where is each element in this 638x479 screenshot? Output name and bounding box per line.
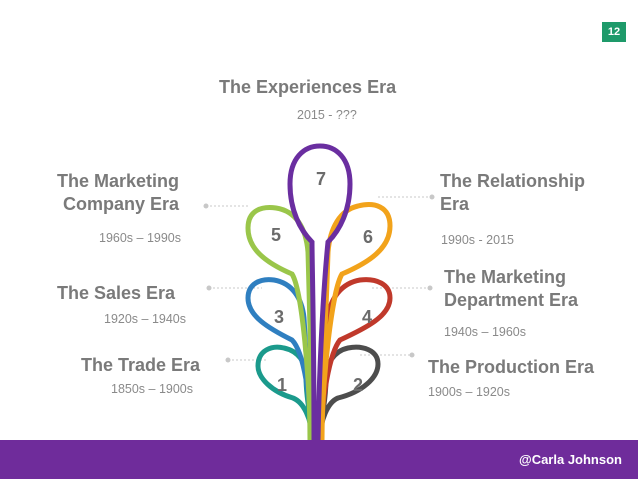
petal-6 bbox=[315, 202, 393, 440]
era-title-5-line-1: The Marketing bbox=[57, 171, 180, 191]
era-title-1: The Trade Era bbox=[81, 354, 200, 377]
petal-7 bbox=[287, 143, 353, 440]
era-title-4: The Marketing Department Era bbox=[444, 266, 578, 313]
eras-tree-diagram: 1 2 3 4 5 6 7 bbox=[203, 143, 435, 440]
era-title-7: The Experiences Era bbox=[219, 76, 396, 99]
era-title-4-line-1: The Marketing bbox=[444, 267, 567, 287]
era-number-1: 1 bbox=[277, 375, 287, 395]
era-title-6: The Relationship Era bbox=[440, 170, 585, 217]
footer-credit: @Carla Johnson bbox=[519, 452, 622, 467]
era-date-7: 2015 - ??? bbox=[297, 108, 357, 122]
era-title-1-line-1: The Trade Era bbox=[81, 355, 201, 375]
era-date-2: 1900s – 1920s bbox=[428, 385, 511, 399]
connector-dot-4 bbox=[427, 285, 433, 291]
slide-number-badge: 12 bbox=[602, 22, 626, 42]
era-number-3: 3 bbox=[274, 307, 284, 327]
era-date-6: 1990s - 2015 bbox=[441, 233, 514, 247]
era-title-3: The Sales Era bbox=[57, 282, 175, 305]
era-date-4: 1940s – 1960s bbox=[444, 325, 527, 339]
era-title-6-line-1: The Relationship bbox=[440, 171, 586, 191]
era-title-2: The Production Era bbox=[428, 356, 594, 379]
era-date-1: 1850s – 1900s bbox=[111, 382, 194, 396]
era-date-5: 1960s – 1990s bbox=[99, 231, 182, 245]
connector-dot-5 bbox=[203, 203, 209, 209]
connector-dot-3 bbox=[206, 285, 212, 291]
era-title-4-line-2: Department Era bbox=[444, 290, 579, 311]
era-number-7: 7 bbox=[316, 169, 326, 189]
era-title-7-line-1: The Experiences Era bbox=[219, 77, 397, 97]
era-title-2-line-1: The Production Era bbox=[428, 357, 595, 377]
era-title-6-line-2: Era bbox=[440, 194, 470, 215]
era-date-3: 1920s – 1940s bbox=[104, 312, 187, 326]
footer-bar: @Carla Johnson bbox=[0, 440, 638, 479]
era-number-5: 5 bbox=[271, 225, 281, 245]
era-title-3-line-1: The Sales Era bbox=[57, 283, 176, 303]
era-numbers: 1 2 3 4 5 6 7 bbox=[271, 169, 373, 395]
petal-5 bbox=[245, 205, 317, 440]
era-title-5-line-2: Company Era bbox=[63, 194, 180, 215]
connector-dot-6 bbox=[429, 194, 435, 200]
era-title-5: The Marketing Company Era bbox=[57, 170, 179, 217]
connector-dot-1 bbox=[225, 357, 231, 363]
era-number-4: 4 bbox=[362, 307, 372, 327]
connector-dot-2 bbox=[409, 352, 415, 358]
era-number-2: 2 bbox=[353, 375, 363, 395]
era-number-6: 6 bbox=[363, 227, 373, 247]
